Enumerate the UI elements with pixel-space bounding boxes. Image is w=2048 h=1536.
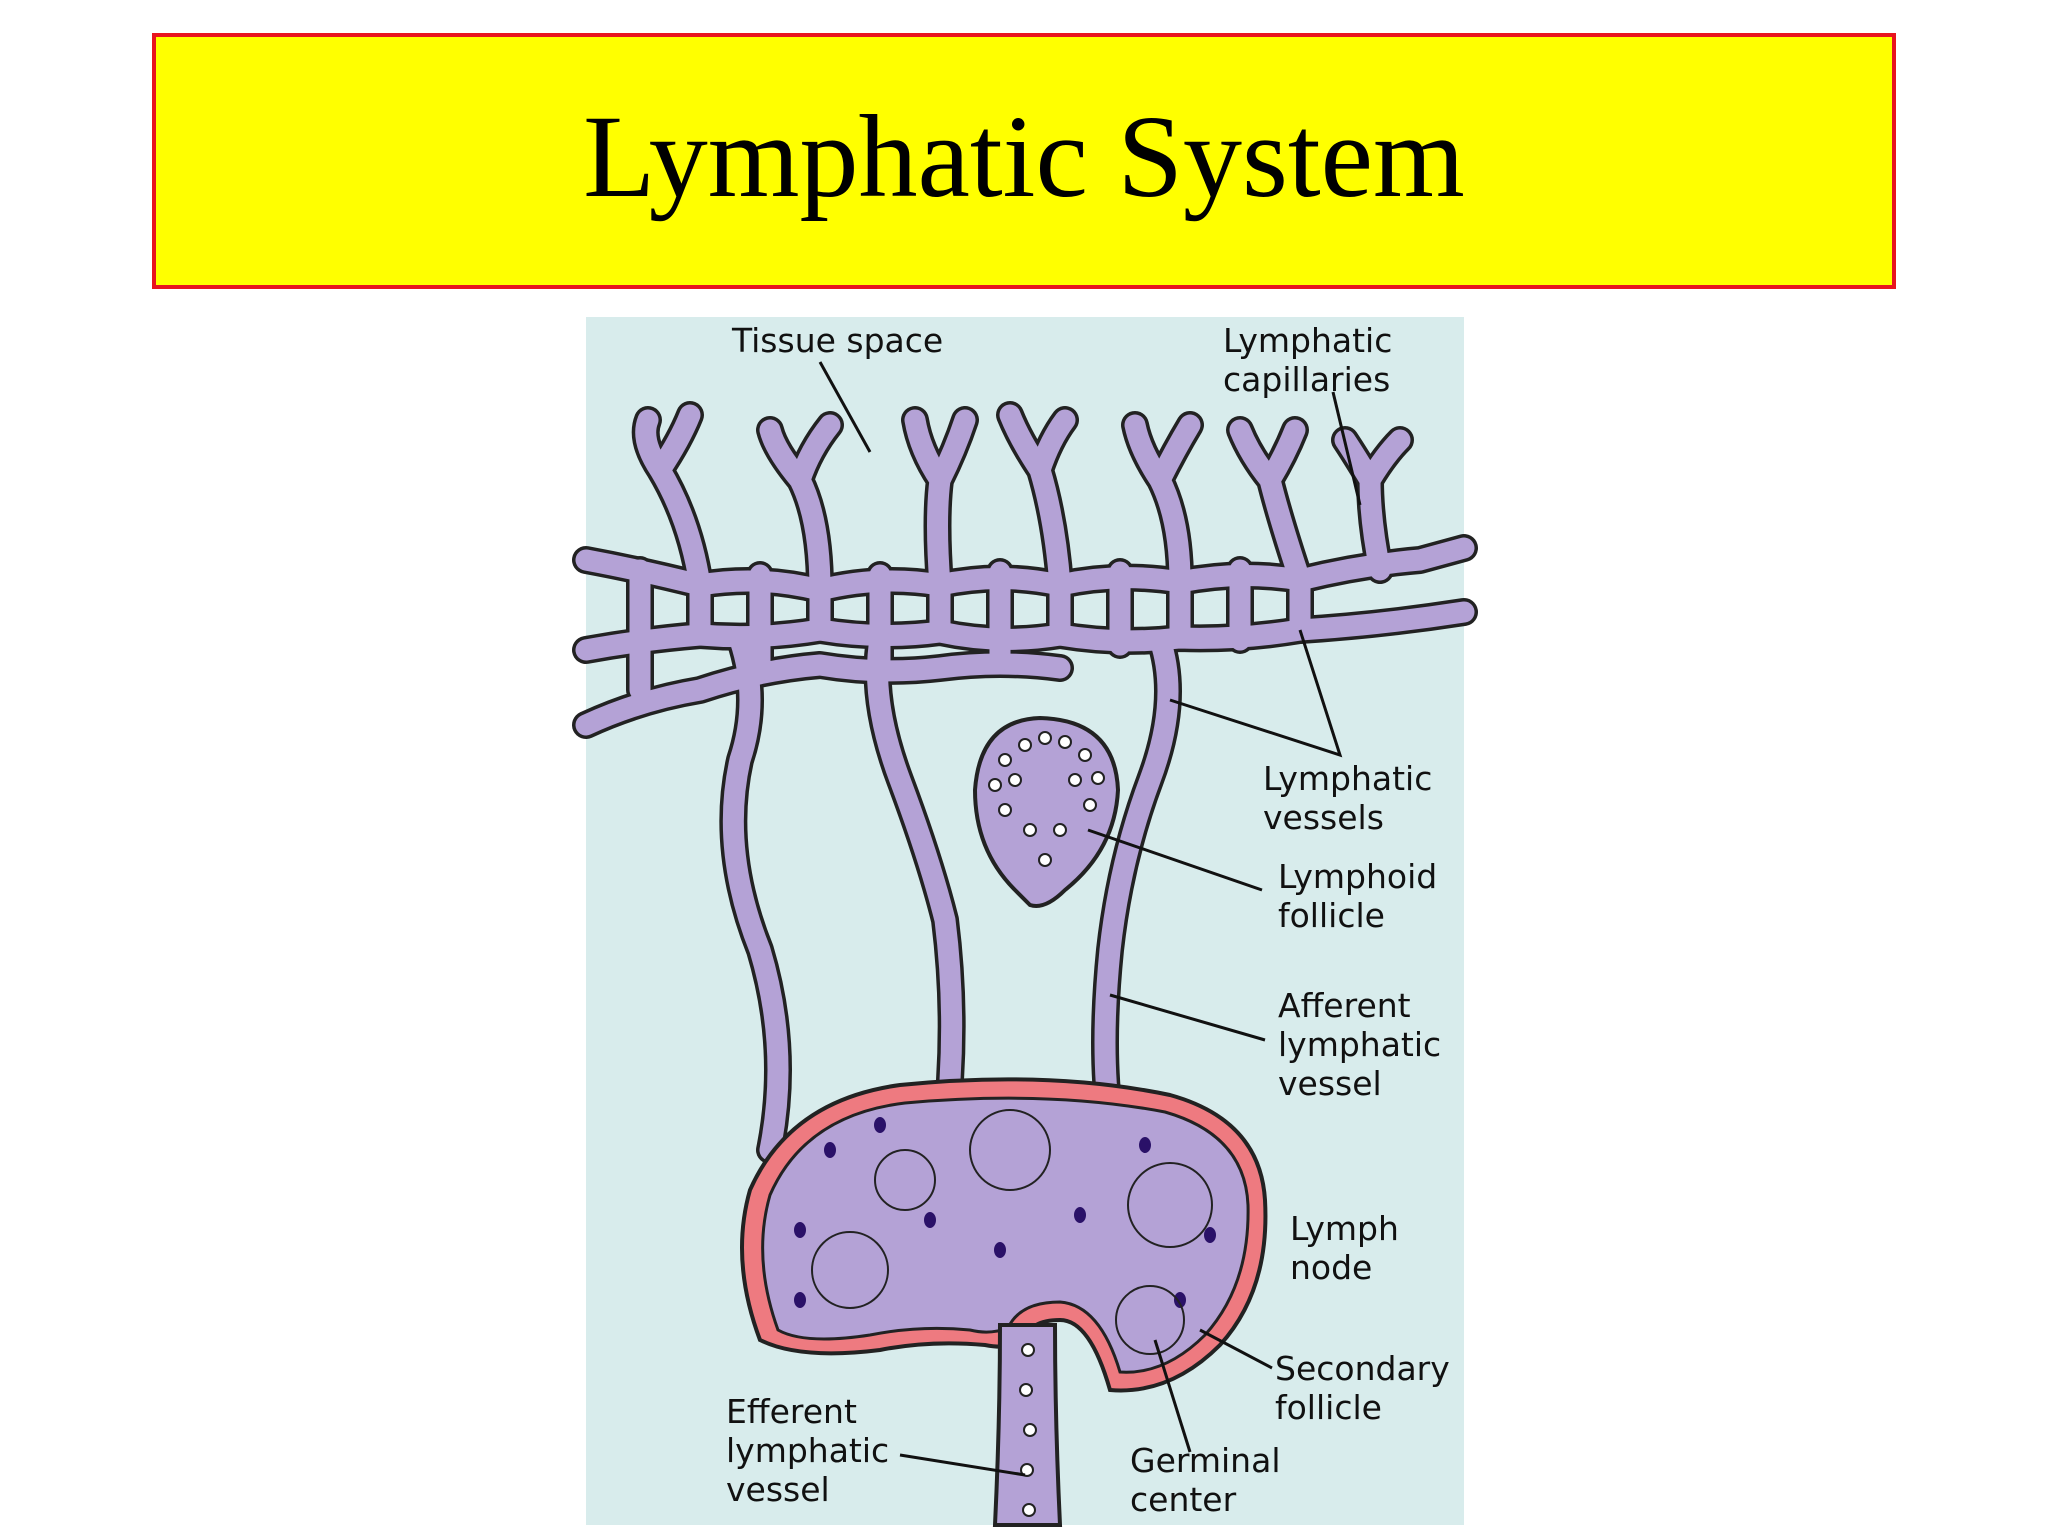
capillary-network [572,401,1478,1164]
label-secondary-follicle: Secondary follicle [1275,1349,1460,1427]
title-banner: Lymphatic System [152,33,1896,289]
diagram-labels: Tissue space Lymphatic capillaries Lymph… [726,321,1460,1519]
label-efferent-lymphatic-vessel: Efferent lymphatic vessel [726,1392,900,1509]
lymphoid-follicle [972,715,1121,908]
label-lymph-node: Lymph node [1290,1209,1409,1287]
slide-title: Lymphatic System [583,91,1465,222]
efferent-vessel [992,1323,1063,1527]
label-lymphoid-follicle: Lymphoid follicle [1278,857,1448,935]
lymph-node [740,1077,1268,1393]
leader-lines [818,361,1362,1477]
label-lymphatic-vessels: Lymphatic vessels [1263,759,1443,837]
label-afferent-lymphatic-vessel: Afferent lymphatic vessel [1278,986,1452,1103]
label-lymphatic-capillaries: Lymphatic capillaries [1223,321,1403,399]
label-tissue-space: Tissue space [731,321,943,360]
label-germinal-center: Germinal center [1130,1441,1291,1519]
